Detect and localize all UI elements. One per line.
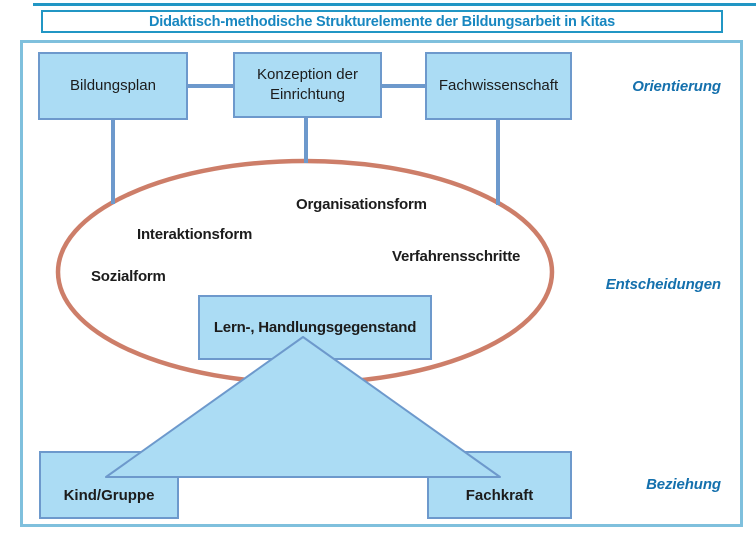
label-orientierung: Orientierung — [632, 78, 721, 95]
diagram-title: Didaktisch-methodische Strukturelemente … — [148, 13, 615, 30]
label-sozialform: Sozialform — [91, 268, 166, 285]
title-box: Didaktisch-methodische Strukturelemente … — [41, 10, 723, 33]
box-kind-gruppe-label: Kind/Gruppe — [63, 487, 155, 504]
box-fachkraft-label: Fachkraft — [465, 487, 534, 504]
label-entscheidungen: Entscheidungen — [605, 276, 721, 293]
box-bildungsplan: Bildungsplan — [38, 52, 188, 120]
box-bildungsplan-label: Bildungsplan — [70, 77, 156, 94]
top-rule-line — [33, 3, 756, 6]
box-fachwissenschaft-label: Fachwissenschaft — [438, 77, 559, 94]
box-lern-label: Lern-, Handlungsgegenstand — [213, 318, 417, 336]
label-beziehung: Beziehung — [646, 476, 721, 493]
label-interaktionsform: Interaktionsform — [137, 226, 253, 243]
box-konzeption-der-einrichtung: Konzeption der Einrichtung — [233, 52, 382, 118]
box-fachwissenschaft: Fachwissenschaft — [425, 52, 572, 120]
box-lern-handlungsgegenstand: Lern-, Handlungsgegenstand — [198, 295, 432, 360]
label-verfahrensschritte: Verfahrensschritte — [392, 248, 521, 265]
box-kind-gruppe: Kind/Gruppe — [39, 451, 179, 519]
label-organisationsform: Organisationsform — [296, 196, 427, 213]
diagram-frame — [20, 40, 743, 527]
box-konzeption-label: Konzeption der Einrichtung — [257, 66, 358, 103]
